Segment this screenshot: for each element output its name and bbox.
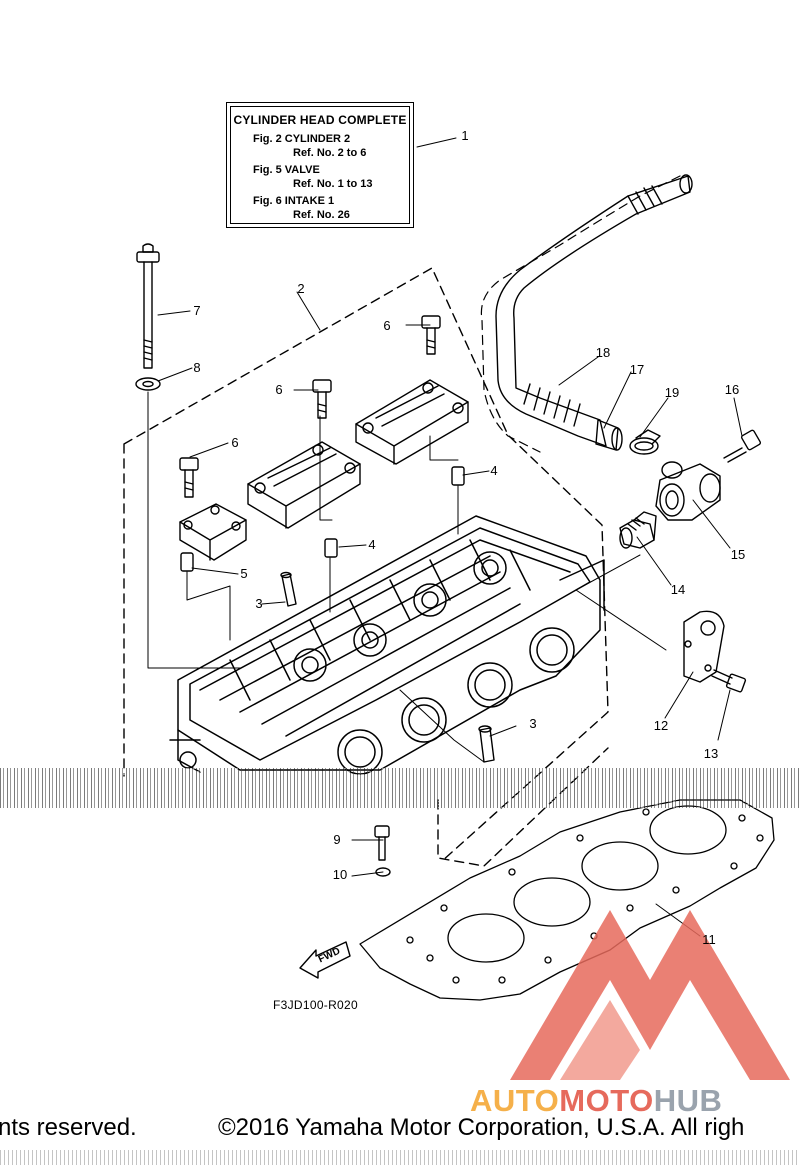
callout-number: 19 [664,385,680,400]
cylinder-head [169,515,641,775]
temperature-sensor [619,511,657,549]
watermark-part: MOTO [559,1083,654,1118]
callout-number: 13 [703,746,719,761]
footer-copyright-text: ©2016 Yamaha Motor Corporation, U.S.A. A… [218,1114,745,1141]
fwd-arrow [299,941,351,979]
callout-number: 11 [702,932,716,947]
callout-number: 3 [255,596,263,611]
oil-pipe-upper [280,571,297,607]
cover-plate [683,610,725,683]
washer [135,377,161,391]
note-line: Fig. 6 INTAKE 1 [253,195,335,207]
note-line: Fig. 5 VALVE [253,164,320,176]
small-bolt [374,825,390,861]
callout-number: 12 [653,718,669,733]
note-line: Ref. No. 26 [293,209,350,221]
callout-number: 5 [240,566,248,581]
note-line: Ref. No. 2 to 6 [293,147,367,159]
watermark-part: HUB [653,1083,723,1118]
head-gasket [359,799,775,1001]
hose-clamp [629,429,661,455]
callout-number: 3 [529,716,537,731]
callout-number: 4 [368,537,376,552]
dowel-pins [180,415,465,641]
footer-rights-text: nts reserved. [0,1114,137,1141]
head-gasket-boundary [437,747,609,867]
callout-number: 16 [724,382,740,397]
small-washer [375,867,391,877]
callout-number: 6 [275,382,283,397]
cam-cap-bolt-2 [312,379,332,419]
cam-cap-middle [247,441,361,529]
callout-number: 10 [332,867,348,882]
cam-cap-rear [355,379,469,465]
head-bolt-long [136,243,160,369]
callout-number: 8 [193,360,201,375]
cam-cap-bolt-1 [179,457,199,498]
plate-bolt [711,669,747,693]
cam-cap-bolt-3 [421,315,441,355]
note-line: Fig. 2 CYLINDER 2 [253,133,351,145]
callout-number: 6 [383,318,391,333]
callout-number: 15 [730,547,746,562]
callout-number: 6 [231,435,239,450]
watermark-logo [510,910,790,1080]
water-fitting [655,461,721,521]
callout-number: 4 [490,463,498,478]
callout-number: 2 [297,281,305,296]
note-line: Ref. No. 1 to 13 [293,178,373,190]
callout-number: 18 [595,345,611,360]
watermark-part: AUTO [470,1083,560,1118]
watermark-text: AUTOMOTOHUB [470,1083,722,1119]
callout-number: 1 [461,128,469,143]
reference-note-box: CYLINDER HEAD COMPLETE Fig. 2 CYLINDER 2… [226,102,414,228]
scan-noise-bottom [0,1150,800,1165]
diagram-code: F3JD100-R020 [273,998,358,1012]
note-title: CYLINDER HEAD COMPLETE [233,113,407,127]
callout-number: 7 [193,303,201,318]
callout-number: 17 [629,362,645,377]
breather-hose [480,174,693,453]
callout-number: 9 [333,832,341,847]
callout-number: 14 [670,582,686,597]
fitting-bolt [723,429,762,463]
cam-cap-small [179,503,247,561]
scan-noise-band [0,768,800,808]
assembly-boundary [123,267,609,863]
